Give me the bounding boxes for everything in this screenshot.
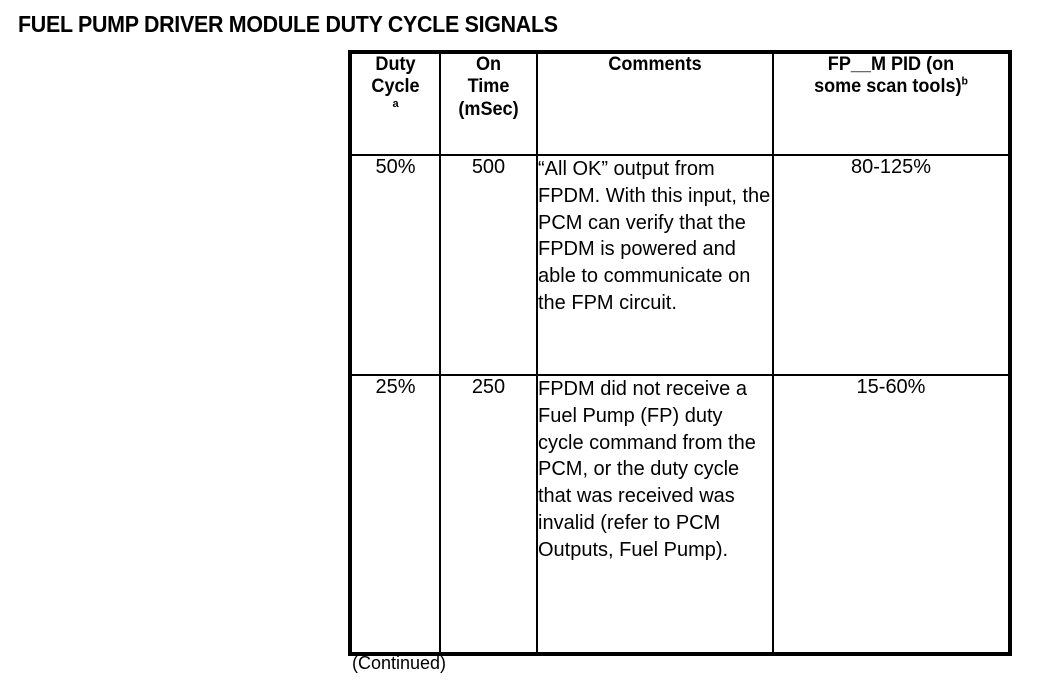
column-header-duty-cycle-line2: Cycle <box>371 76 420 98</box>
column-header-on-time-line1: On <box>475 54 502 75</box>
column-header-fp-m-pid-line1: FP__M PID (on <box>827 54 955 75</box>
column-header-fp-m-pid-line2: some scan tools)b <box>780 76 1002 98</box>
table-header-row: Duty Cycle a On Time (mSec) Comments FP_… <box>349 51 1011 156</box>
footnote-marker-b: b <box>961 76 968 89</box>
cell-fp-m-pid: 80-125% <box>772 154 1011 376</box>
cell-comments: FPDM did not receive a Fuel Pump (FP) du… <box>536 374 774 655</box>
cell-duty-cycle: 50% <box>349 154 441 376</box>
column-header-on-time-line3: (mSec) <box>458 98 519 120</box>
cell-on-time: 500 <box>439 154 538 376</box>
cell-duty-cycle: 25% <box>349 374 441 655</box>
cell-fp-m-pid: 15-60% <box>772 374 1011 655</box>
column-header-on-time: On Time (mSec) <box>439 51 538 156</box>
cell-comments: “All OK” output from FPDM. With this inp… <box>536 154 774 376</box>
page-title: FUEL PUMP DRIVER MODULE DUTY CYCLE SIGNA… <box>18 11 558 37</box>
table-row: 50% 500 “All OK” output from FPDM. With … <box>349 154 1011 376</box>
column-header-duty-cycle-line1: Duty <box>375 54 416 75</box>
footnote-marker-a: a <box>392 97 399 110</box>
continued-label: (Continued) <box>352 653 447 673</box>
column-header-fp-m-pid: FP__M PID (on some scan tools)b <box>772 51 1011 156</box>
table-row: 25% 250 FPDM did not receive a Fuel Pump… <box>349 374 1011 655</box>
cell-on-time: 250 <box>439 374 538 655</box>
cell-comments-text: “All OK” output from FPDM. With this inp… <box>538 158 771 314</box>
duty-cycle-signals-table: Duty Cycle a On Time (mSec) Comments FP_… <box>348 50 1012 656</box>
column-header-comments: Comments <box>536 51 774 156</box>
column-header-comments-label: Comments <box>608 54 702 75</box>
column-header-fp-m-pid-line2-text: some scan tools) <box>814 76 962 98</box>
column-header-on-time-line2: Time <box>467 76 510 98</box>
column-header-duty-cycle: Duty Cycle a <box>349 51 441 156</box>
cell-comments-text: FPDM did not receive a Fuel Pump (FP) du… <box>538 378 756 561</box>
